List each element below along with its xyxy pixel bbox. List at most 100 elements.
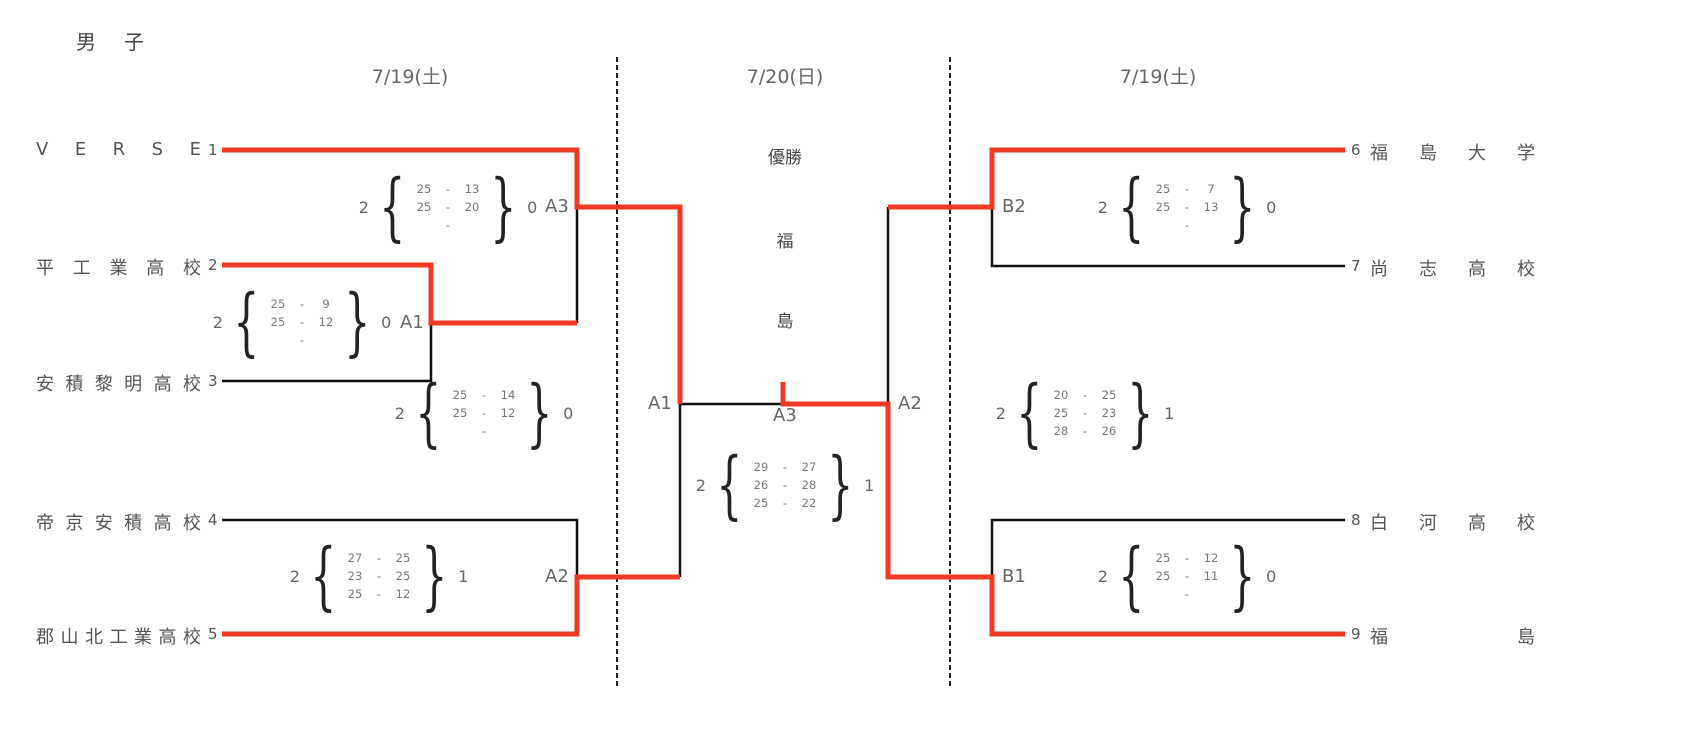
set-score-left (452, 424, 468, 438)
match-code-b2: B2 (1002, 196, 1026, 217)
set-score-right: 13 (464, 182, 480, 196)
set-score-left (1155, 587, 1171, 601)
set-row: 29-27 (753, 460, 817, 474)
dash: - (782, 496, 788, 510)
team-seed: 6 (1351, 141, 1361, 159)
champion-name-char: 福 (776, 232, 794, 252)
set-score-right: 25 (1101, 388, 1117, 402)
team-seed: 1 (208, 141, 218, 159)
set-row: - (452, 424, 516, 438)
date-left: 7/19(土) (371, 66, 449, 88)
sets-won-left: 2 (394, 403, 405, 423)
dash: - (376, 551, 382, 565)
dash: - (445, 218, 451, 232)
set-score-right: 23 (1101, 406, 1117, 420)
line-team-7 (990, 207, 1345, 268)
sets-won-left: 2 (695, 475, 706, 495)
sets-won-right: 1 (458, 566, 469, 586)
set-score-left: 25 (416, 182, 432, 196)
sets-won-left: 2 (1097, 197, 1108, 217)
right-brace: } (490, 164, 517, 250)
dash: - (1184, 587, 1190, 601)
winner-path-team-1 (222, 147, 683, 404)
set-row: 20-25 (1053, 388, 1117, 402)
set-score-right: 26 (1101, 424, 1117, 438)
winner-path-team-9 (780, 382, 1345, 637)
sets-won-right: 1 (1164, 403, 1175, 423)
dash: - (1082, 388, 1088, 402)
set-score-left: 25 (270, 297, 286, 311)
set-score-left: 25 (1155, 551, 1171, 565)
team-seed: 3 (208, 372, 218, 390)
team-name: 尚志高校 (1370, 259, 1535, 280)
set-score-left: 25 (1053, 406, 1069, 420)
set-score-left: 25 (452, 388, 468, 402)
team-name: 郡山北工業高校 (36, 627, 201, 648)
left-brace: { (379, 164, 406, 250)
right-brace: } (344, 279, 371, 365)
set-score-right: 14 (500, 388, 516, 402)
team-name: 福島大学 (1370, 143, 1535, 164)
set-score-right (1203, 587, 1219, 601)
champion-name-char: 島 (776, 312, 794, 332)
sets-won-left: 2 (358, 197, 369, 217)
team-seed: 5 (208, 625, 218, 643)
dash: - (481, 424, 487, 438)
set-score-right: 25 (395, 551, 411, 565)
left-brace: { (310, 533, 337, 619)
sets-won-right: 1 (864, 475, 875, 495)
dash: - (299, 297, 305, 311)
set-row: 27-25 (347, 551, 411, 565)
dash: - (1184, 569, 1190, 583)
team-seed: 7 (1351, 257, 1361, 275)
set-score-right (464, 218, 480, 232)
set-row: 25-14 (452, 388, 516, 402)
set-score-left: 25 (452, 406, 468, 420)
dash: - (445, 200, 451, 214)
page-title: 男子 (76, 30, 172, 54)
set-score-left (1155, 218, 1171, 232)
dash: - (1082, 406, 1088, 420)
right-brace: } (1229, 164, 1256, 250)
team-name: 福島 (1370, 627, 1535, 648)
sets-won-right: 0 (381, 312, 392, 332)
set-score-left: 29 (753, 460, 769, 474)
right-brace: } (421, 533, 448, 619)
set-row: 25-23 (1053, 406, 1117, 420)
set-score-right: 27 (801, 460, 817, 474)
set-row: - (270, 333, 334, 347)
set-row: 25-12 (452, 406, 516, 420)
sets-won-left: 2 (289, 566, 300, 586)
match-code-b1: B1 (1002, 566, 1026, 587)
match-code-final-a1: A1 (648, 393, 672, 414)
winner-path-team-6 (888, 147, 1345, 210)
set-score-right: 11 (1203, 569, 1219, 583)
set-row: 25-12 (270, 315, 334, 329)
set-score-right (500, 424, 516, 438)
set-score-left: 28 (1053, 424, 1069, 438)
set-score-left: 23 (347, 569, 363, 583)
sets-won-right: 0 (563, 403, 574, 423)
set-score-left (270, 333, 286, 347)
team-name: 安積黎明高校 (36, 374, 201, 395)
set-row: 26-28 (753, 478, 817, 492)
set-score-right: 13 (1203, 200, 1219, 214)
set-row: 25-13 (1155, 200, 1219, 214)
set-score-right: 9 (322, 297, 330, 311)
set-row: 25-20 (416, 200, 480, 214)
dash: - (481, 388, 487, 402)
dash: - (445, 182, 451, 196)
set-score-left: 25 (1155, 182, 1171, 196)
team-name: 白河高校 (1370, 513, 1535, 534)
right-brace: } (1229, 533, 1256, 619)
set-row: - (416, 218, 480, 232)
